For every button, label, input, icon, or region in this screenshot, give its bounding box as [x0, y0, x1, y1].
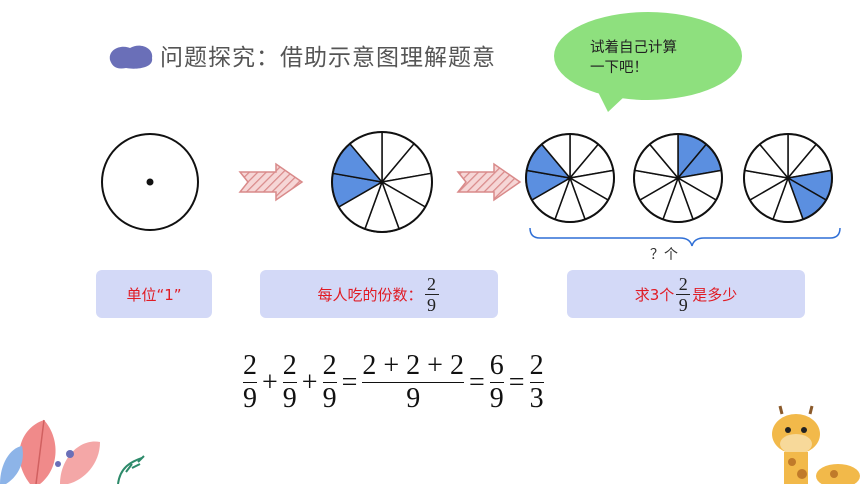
label-find: 求3个 2 9 是多少 [567, 270, 805, 318]
label-unit: 单位“1” [96, 270, 212, 318]
equation-denominator: 3 [529, 383, 544, 414]
pie-diagrams [101, 131, 841, 247]
equation-denominator: 9 [243, 383, 257, 414]
operator: = [341, 366, 358, 398]
pie-person-b [633, 133, 723, 223]
fraction: 2 9 [424, 273, 439, 315]
unit-circle [101, 133, 199, 231]
label-find-prefix: 求3个 [634, 285, 675, 304]
blob-icon [109, 45, 153, 69]
equation-denominator: 9 [406, 383, 421, 414]
leaves-decoration-icon [0, 419, 145, 484]
label-find-suffix: 是多少 [692, 285, 738, 304]
bubble-line-1: 试着自己计算 [590, 40, 677, 56]
operator: + [262, 366, 278, 398]
equation-numerator: 2 [322, 350, 337, 381]
arrow-icon [238, 162, 304, 202]
pie-person-c [743, 133, 833, 223]
fraction-den: 9 [427, 294, 436, 315]
operator: + [301, 366, 318, 398]
brace [529, 227, 841, 247]
page-title: 问题探究：借助示意图理解题意 [160, 45, 496, 71]
bubble-line-2: 一下吧！ [590, 60, 648, 76]
bubble-text: 试着自己计算 一下吧！ [590, 38, 710, 78]
arrow-icon [456, 162, 522, 202]
pie-person-a [525, 133, 615, 223]
equation-numerator: 2 + 2 + 2 [362, 350, 464, 381]
label-each-text: 每人吃的份数： [317, 285, 423, 304]
question-count: ？个 [650, 247, 678, 263]
fraction-num: 2 [427, 273, 436, 294]
equation-denominator: 9 [282, 383, 297, 414]
pie-outline [525, 133, 615, 223]
equation-denominator: 9 [489, 383, 504, 414]
giraffe-icon [772, 405, 860, 484]
pie-outline [633, 133, 723, 223]
equation-numerator: 2 [243, 350, 257, 381]
equation-numerator: 2 [282, 350, 297, 381]
pie-one-person [331, 131, 433, 233]
speech-bubble-icon [554, 12, 742, 112]
equation-numerator: 2 [529, 350, 544, 381]
label-unit-text: 单位“1” [126, 285, 182, 304]
fraction-den: 9 [678, 294, 688, 315]
operator: = [468, 366, 485, 398]
pie-outline [743, 133, 833, 223]
operator: = [508, 366, 525, 398]
pie-outline [331, 131, 433, 233]
fraction-num: 2 [678, 273, 688, 294]
label-each: 每人吃的份数： 2 9 [260, 270, 498, 318]
equation-denominator: 9 [322, 383, 337, 414]
equation-numerator: 6 [489, 350, 504, 381]
fraction: 2 9 [676, 273, 691, 315]
